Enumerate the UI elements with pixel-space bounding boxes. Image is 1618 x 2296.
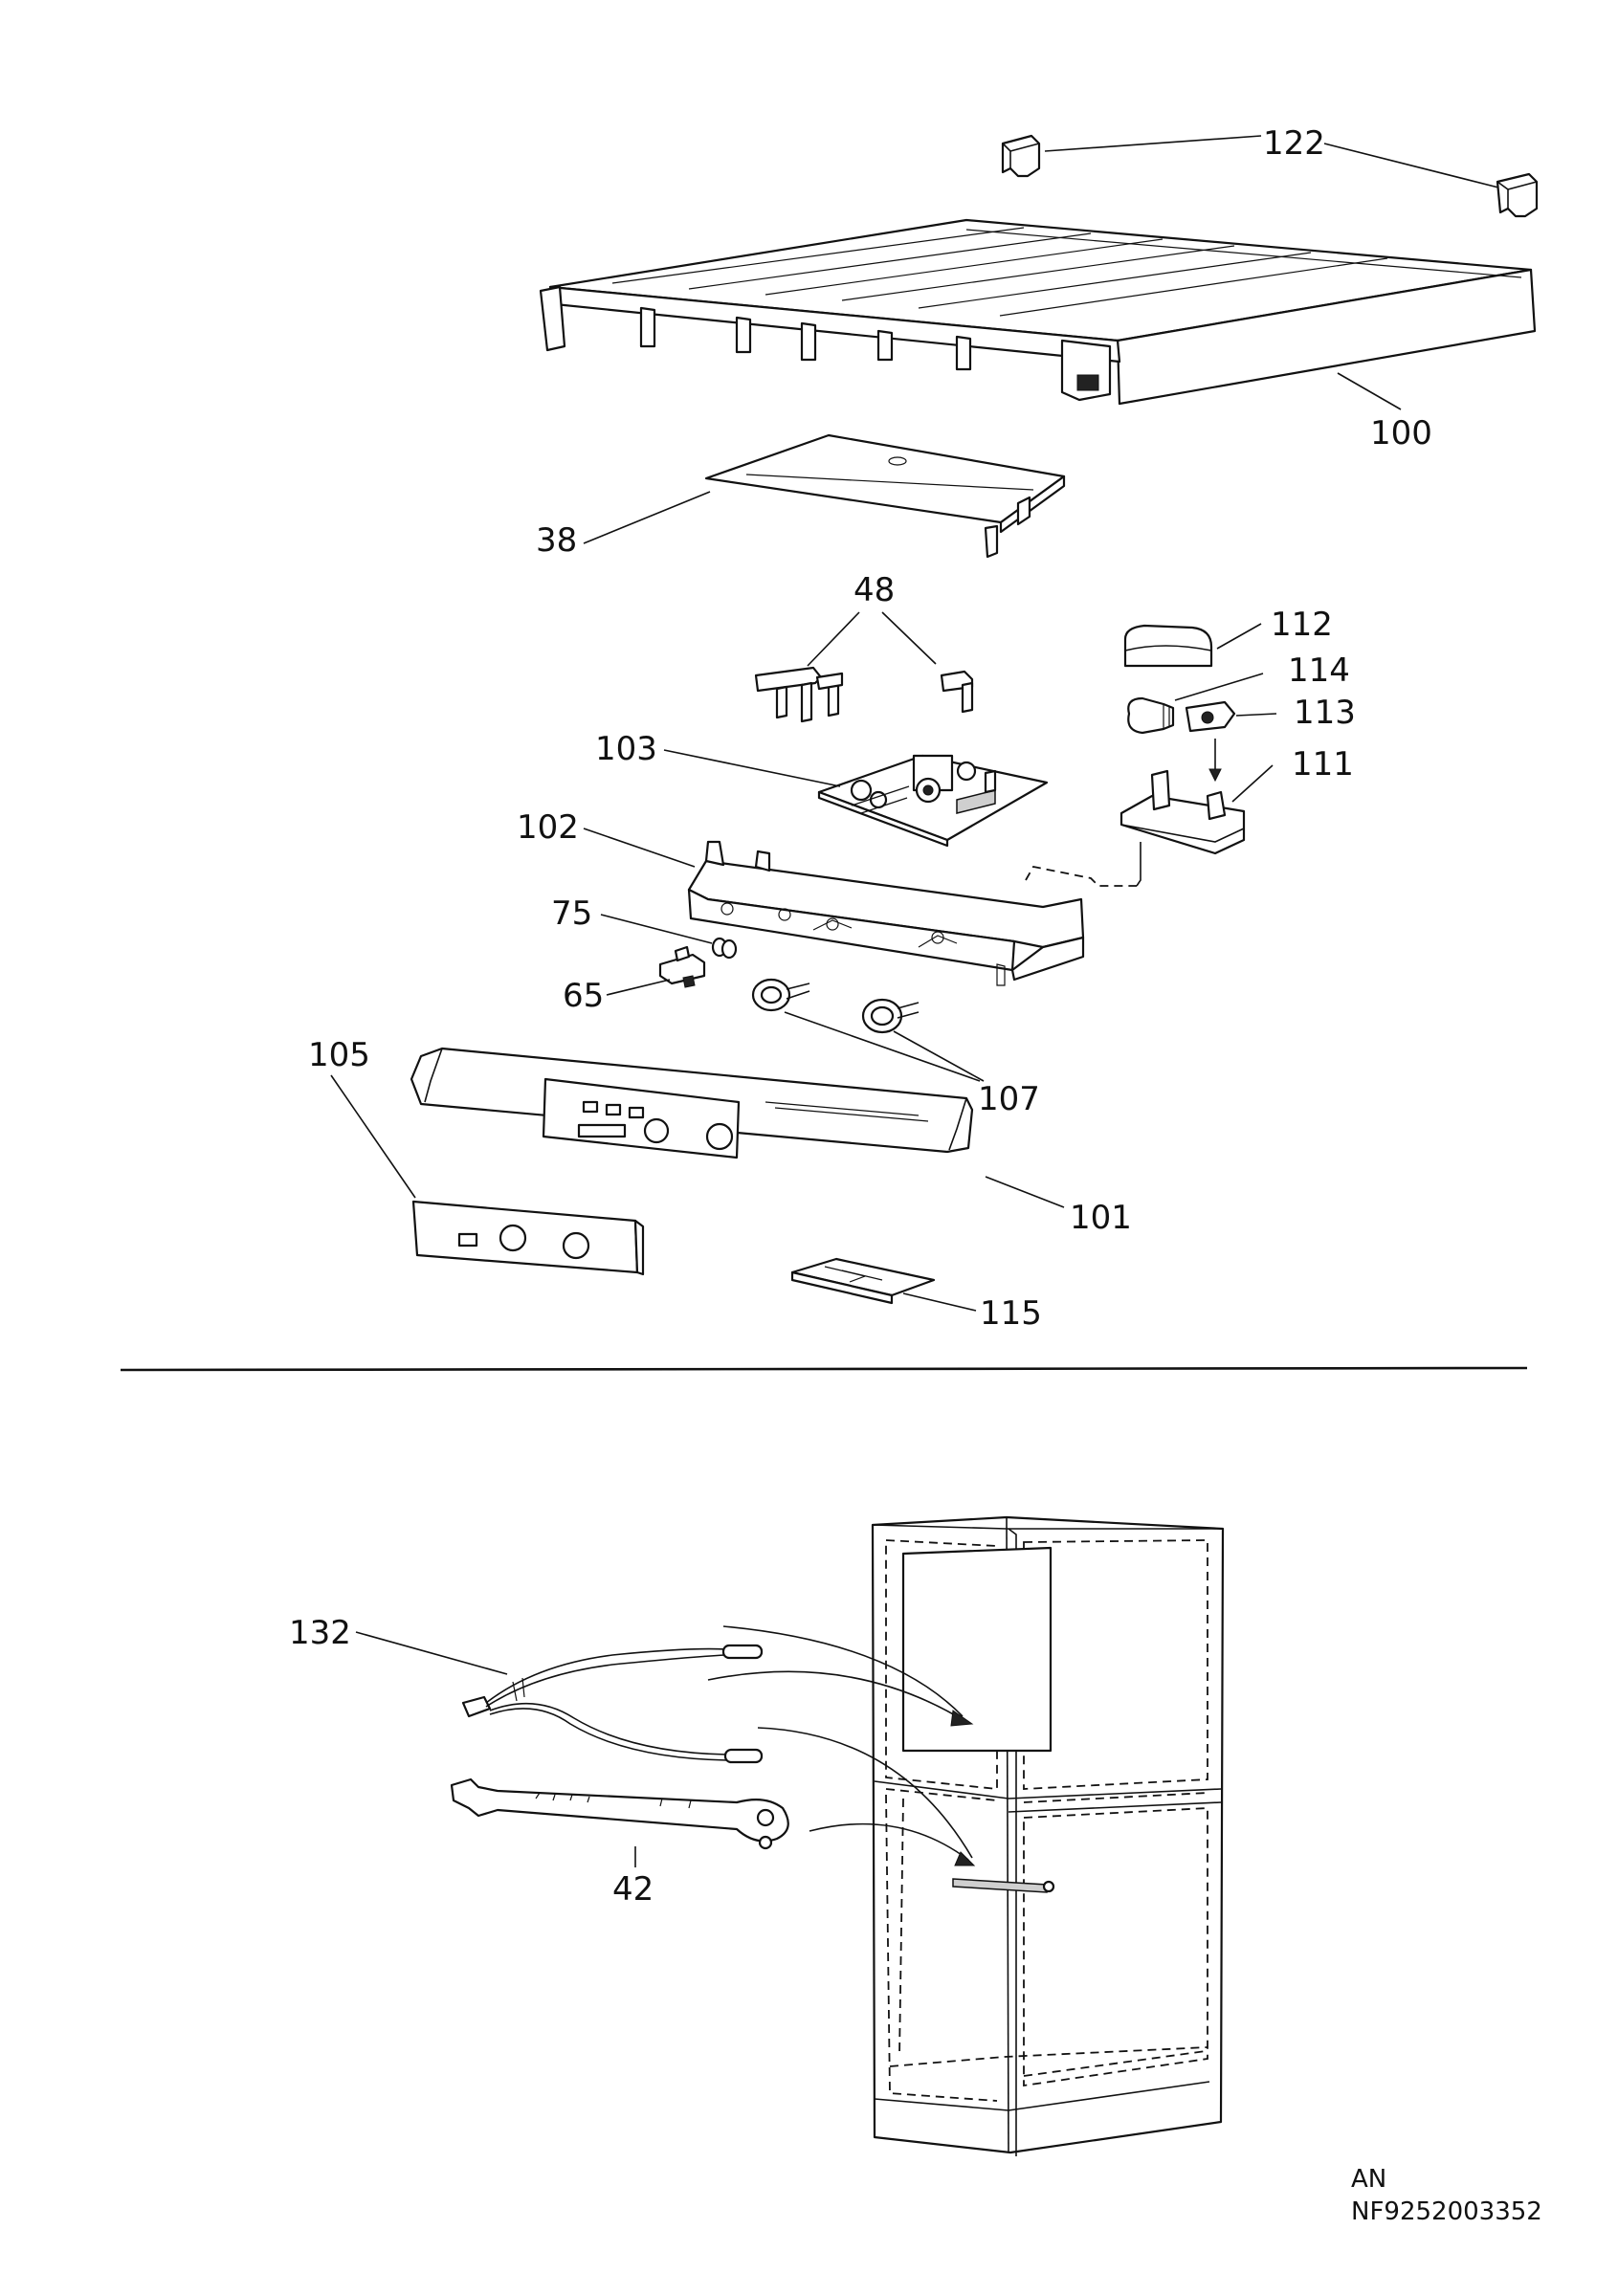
part-75-spring bbox=[711, 937, 738, 960]
part-107-knob-right bbox=[861, 998, 920, 1034]
leader-100 bbox=[1337, 372, 1402, 410]
installation-arrows bbox=[707, 1625, 1055, 1893]
part-112-lamp-cover bbox=[1123, 624, 1213, 668]
callout-114: 114 bbox=[1288, 651, 1350, 690]
leader-38 bbox=[583, 491, 711, 544]
leader-112 bbox=[1216, 623, 1262, 650]
callout-113: 113 bbox=[1294, 694, 1356, 732]
part-103-control-board bbox=[817, 754, 1049, 848]
callout-115: 115 bbox=[980, 1294, 1042, 1333]
callout-65: 65 bbox=[563, 977, 604, 1015]
section-divider bbox=[120, 1366, 1528, 1372]
callout-42: 42 bbox=[612, 1870, 654, 1909]
callout-48: 48 bbox=[853, 571, 895, 609]
footer-drawing-number: NF9252003352 bbox=[1351, 2197, 1542, 2226]
leader-107-left bbox=[784, 1011, 981, 1082]
callout-38: 38 bbox=[536, 521, 577, 560]
part-107-knob-left bbox=[751, 978, 810, 1012]
leader-103 bbox=[663, 749, 841, 787]
part-114-lamp-bulb bbox=[1127, 696, 1175, 735]
part-113-lamp-socket bbox=[1185, 700, 1236, 733]
part-42-element bbox=[450, 1777, 789, 1850]
part-122-corner-cap-right bbox=[1496, 172, 1539, 218]
leader-48-left bbox=[807, 611, 860, 667]
callout-105: 105 bbox=[308, 1036, 370, 1074]
callout-132: 132 bbox=[289, 1614, 351, 1652]
leader-48-right bbox=[881, 611, 937, 665]
callout-107: 107 bbox=[978, 1080, 1040, 1118]
callout-100: 100 bbox=[1370, 414, 1432, 453]
cabinet-outline bbox=[871, 1515, 1225, 2156]
part-101-control-panel bbox=[410, 1047, 974, 1159]
wire-to-lamp-holder bbox=[1136, 842, 1141, 887]
part-111-lamp-holder bbox=[1119, 769, 1246, 855]
callout-75: 75 bbox=[551, 894, 592, 933]
part-65-switch bbox=[658, 945, 706, 988]
part-48-clips bbox=[754, 666, 974, 723]
callout-111: 111 bbox=[1292, 745, 1354, 784]
callout-122: 122 bbox=[1263, 124, 1325, 163]
leader-105 bbox=[330, 1074, 416, 1199]
callout-112: 112 bbox=[1271, 606, 1333, 644]
leader-65 bbox=[606, 979, 671, 996]
callout-101: 101 bbox=[1070, 1199, 1132, 1237]
part-122-corner-cap-left bbox=[1001, 134, 1041, 178]
part-100-worktop bbox=[539, 218, 1537, 406]
footer-code-an: AN bbox=[1351, 2165, 1386, 2194]
part-115-filter bbox=[790, 1257, 936, 1305]
leader-114 bbox=[1174, 673, 1264, 701]
callout-103: 103 bbox=[595, 730, 657, 768]
part-38-cover-plate bbox=[704, 433, 1066, 559]
wire-route-dashed bbox=[1025, 865, 1137, 887]
callout-102: 102 bbox=[517, 808, 579, 847]
leader-111 bbox=[1231, 764, 1274, 803]
leader-102 bbox=[583, 828, 696, 868]
leader-115 bbox=[902, 1292, 977, 1312]
part-105-fascia-insert bbox=[411, 1200, 645, 1276]
leader-132 bbox=[355, 1631, 508, 1675]
part-102-control-frame bbox=[687, 840, 1085, 986]
leader-122-right bbox=[1323, 143, 1499, 188]
leader-101 bbox=[985, 1176, 1065, 1208]
leader-75 bbox=[600, 914, 713, 944]
arrow-113-to-111-head bbox=[1208, 768, 1222, 783]
leader-107-right bbox=[893, 1030, 985, 1082]
leader-122-left bbox=[1044, 135, 1262, 152]
leader-113 bbox=[1235, 713, 1277, 717]
part-132-sensor-harness bbox=[461, 1644, 764, 1764]
